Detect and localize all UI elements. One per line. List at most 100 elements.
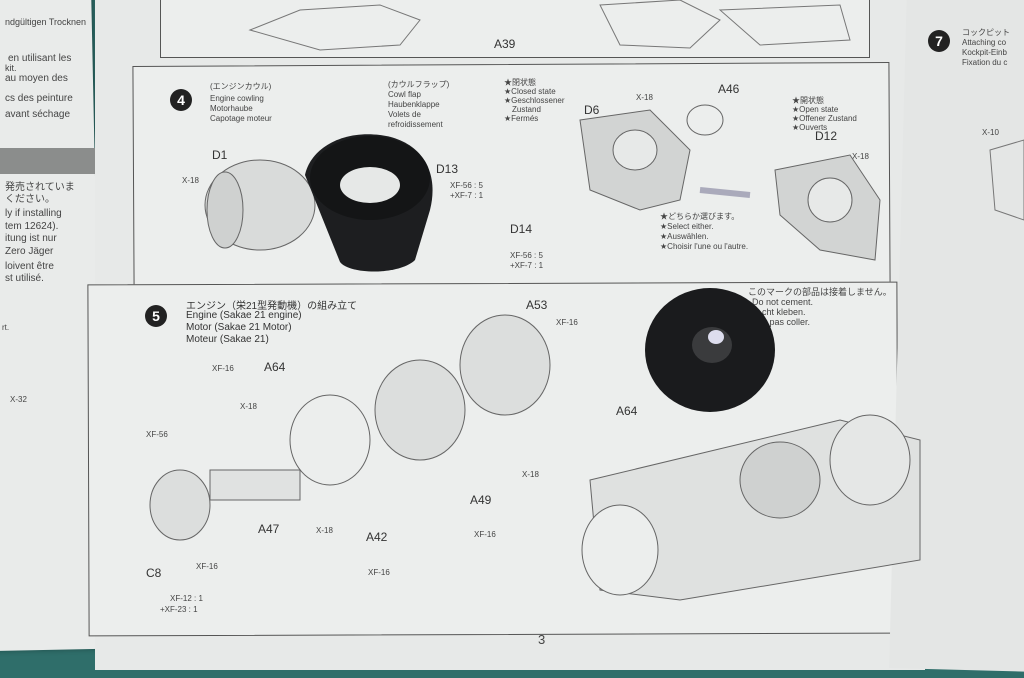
step5-number: 5 [145, 305, 167, 327]
part-label: A47 [258, 522, 280, 536]
left-line: avant séchage [5, 109, 71, 120]
cowl-flap-closed [579, 109, 691, 211]
step5-title-jp: エンジン（栄21型発動機）の組み立て [186, 301, 358, 312]
flap-en: Cowl flap [388, 90, 421, 99]
left-line: cs des peinture [5, 93, 73, 104]
step4-title-jp: (エンジンカウル) [210, 82, 272, 91]
paint-label: XF-56 : 5 [450, 181, 483, 190]
step4-title-de: Motorhaube [210, 104, 253, 113]
paint-label: XF-16 [474, 530, 496, 539]
left-line: ください。 [5, 194, 55, 205]
paint-label: X-18 [852, 152, 869, 161]
paint-label: +XF-7 : 1 [450, 191, 484, 200]
cowling-drawing [204, 159, 316, 251]
closed-de: ★Geschlossener [504, 96, 565, 105]
left-line: kit. [5, 63, 17, 73]
note-en: Do not cement. [752, 297, 814, 307]
open-en: ★Open state [792, 105, 839, 114]
open-fr: ★Ouverts [792, 123, 828, 132]
paint-label: X-18 [182, 176, 199, 185]
paint-label: XF-16 [196, 562, 218, 571]
part-label: C8 [146, 566, 162, 580]
step5-title-de: Motor (Sakae 21 Motor) [186, 322, 292, 333]
closed-jp: ★閉状態 [504, 78, 536, 87]
closed-de2: Zustand [512, 105, 541, 114]
left-line: itung ist nur [5, 233, 57, 244]
top-sketch [248, 0, 851, 51]
paint-label: XF-16 [556, 318, 578, 327]
paint-label: X-18 [240, 402, 257, 411]
paint-label: X-10 [982, 128, 999, 137]
step4-title-en: Engine cowling [210, 94, 264, 103]
left-line: Zero Jäger [5, 246, 54, 257]
left-line: 発売されていま [5, 182, 75, 193]
engine-assembly [581, 414, 921, 601]
arrow-icon [699, 187, 751, 198]
open-de: ★Offener Zustand [792, 114, 857, 123]
note-fr: e pas coller. [762, 317, 811, 327]
part-label: D12 [815, 129, 838, 143]
flap-fr1: Volets de [388, 110, 421, 119]
note-jp: このマークの部品は接着しません。 [748, 287, 892, 297]
paint-label: XF-56 : 5 [510, 251, 543, 260]
left-line: en utilisant les [8, 53, 72, 64]
paint-label: XF-56 [146, 430, 168, 439]
flap-fr2: refroidissement [388, 120, 443, 129]
open-jp: ★開状態 [792, 96, 824, 105]
ring-a46 [686, 104, 724, 136]
page-number: 3 [538, 632, 546, 647]
paint-label: X-18 [522, 470, 539, 479]
cowl-flap-open [774, 154, 881, 261]
left-gray-bar [0, 148, 95, 174]
left-line: st utilisé. [5, 273, 44, 284]
step7-number: 7 [928, 30, 950, 52]
select-fr: ★Choisir l'une ou l'autre. [660, 242, 749, 251]
note-de: cht kleben. [762, 307, 806, 317]
part-label: A64 [616, 404, 638, 418]
left-line: ndgültigen Trocknen [5, 17, 87, 27]
paint-label: X-18 [636, 93, 653, 102]
paint-label: XF-16 [368, 568, 390, 577]
select-jp: ★どちらか選びます。 [660, 212, 740, 221]
right-line: Fixation du c [962, 58, 1008, 67]
part-label: A46 [718, 82, 740, 96]
select-en: ★Select either. [660, 222, 714, 231]
left-line: loivent être [5, 261, 54, 272]
part-label: D6 [584, 103, 600, 117]
cockpit-sketch [989, 139, 1024, 221]
paint-label: XF-12 : 1 [170, 594, 203, 603]
flap-de: Haubenklappe [388, 100, 440, 109]
part-label: D1 [212, 148, 228, 162]
part-label: A53 [526, 298, 548, 312]
closed-fr: ★Fermés [504, 114, 539, 123]
engine-exploded [149, 314, 551, 541]
right-line: Attaching co [962, 38, 1007, 47]
left-line: au moyen des [5, 73, 68, 84]
step4-number: 4 [170, 89, 192, 111]
part-label: A64 [264, 360, 286, 374]
right-line: Kockpit-Einb [962, 48, 1007, 57]
top-panel [160, 0, 870, 58]
select-de: ★Auswählen. [660, 232, 709, 241]
paint-label: X-18 [316, 526, 333, 535]
paint-label: +XF-23 : 1 [160, 605, 198, 614]
left-line: X-32 [10, 395, 27, 404]
step5-title-fr: Moteur (Sakae 21) [186, 334, 269, 345]
left-line: rt. [2, 323, 10, 332]
part-label: D14 [510, 222, 533, 236]
flap-jp: (カウルフラップ) [388, 80, 450, 89]
part-label: A39 [494, 37, 516, 51]
left-line: ly if installing [5, 208, 62, 219]
paint-label: XF-16 [212, 364, 234, 373]
paint-label: +XF-7 : 1 [510, 261, 544, 270]
part-label: D13 [436, 162, 459, 176]
step5-title-en: Engine (Sakae 21 engine) [186, 310, 302, 321]
part-label: A49 [470, 493, 492, 507]
black-engine-part [645, 288, 775, 412]
closed-en: ★Closed state [504, 87, 556, 96]
left-line: tem 12624). [5, 221, 59, 232]
step4-title-fr: Capotage moteur [210, 114, 272, 123]
black-cowling-part [305, 134, 433, 272]
part-label: A42 [366, 530, 388, 544]
